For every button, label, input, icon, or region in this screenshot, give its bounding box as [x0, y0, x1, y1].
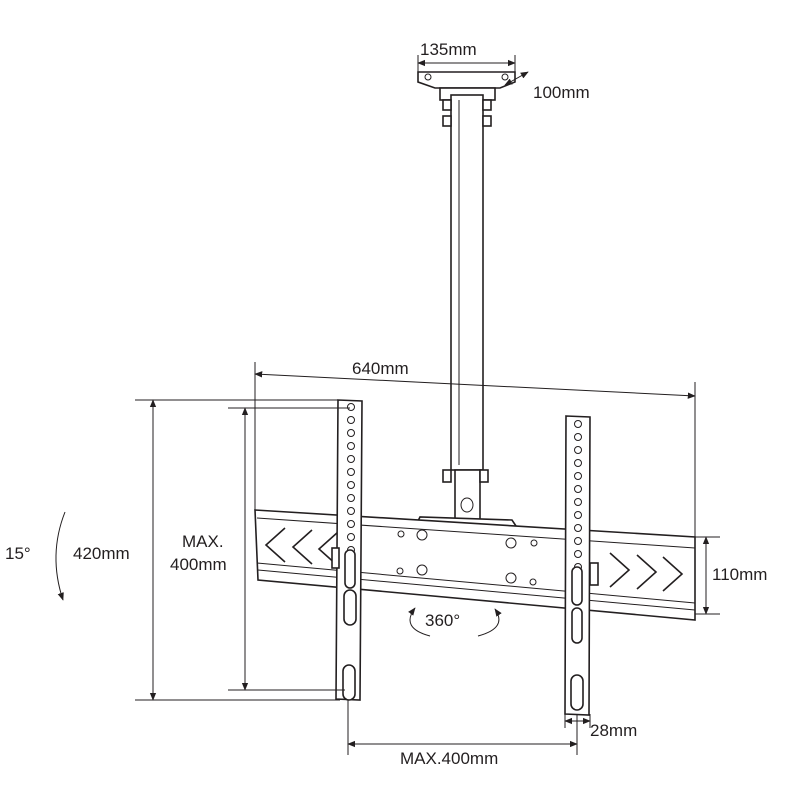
- right-arm: [564, 415, 599, 716]
- adjustment-hole: [347, 481, 355, 489]
- adjustment-hole: [347, 429, 355, 437]
- adjustment-hole: [574, 420, 582, 428]
- adjustment-hole: [347, 442, 355, 450]
- plate-width-label: 135mm: [420, 40, 477, 59]
- adjustment-hole: [574, 537, 582, 545]
- adjustment-hole: [574, 459, 582, 467]
- max-horizontal-label: MAX.400mm: [400, 749, 498, 768]
- tilt-label: 15°: [5, 544, 31, 563]
- adjustment-hole: [347, 455, 355, 463]
- plate-depth-label: 100mm: [533, 83, 590, 102]
- adjustment-hole: [574, 472, 582, 480]
- pole: [417, 94, 517, 527]
- adjustment-hole: [347, 533, 355, 541]
- adjustment-hole: [574, 498, 582, 506]
- adjustment-hole: [347, 494, 355, 502]
- adjustment-hole: [574, 485, 582, 493]
- right-chevrons-icon: [609, 552, 684, 592]
- max-vertical-label-2: 400mm: [170, 555, 227, 574]
- arm-width-label: 28mm: [590, 721, 637, 740]
- adjustment-hole: [347, 403, 355, 411]
- rail-width-label: 640mm: [352, 359, 409, 378]
- adjustment-hole: [574, 524, 582, 532]
- adjustment-hole: [347, 416, 355, 424]
- adjustment-hole: [347, 468, 355, 476]
- rotation-label: 360°: [425, 611, 460, 630]
- adjustment-hole: [347, 507, 355, 515]
- dimension-lines: [55, 55, 720, 755]
- left-arm: [331, 399, 363, 701]
- arm-height-label: 420mm: [73, 544, 130, 563]
- adjustment-hole: [574, 433, 582, 441]
- adjustment-hole: [347, 520, 355, 528]
- adjustment-hole: [574, 550, 582, 558]
- adjustment-hole: [574, 446, 582, 454]
- max-vertical-label-1: MAX.: [182, 532, 224, 551]
- adjustment-hole: [574, 511, 582, 519]
- wall-rail: [254, 509, 696, 621]
- rail-height-label: 110mm: [712, 565, 767, 584]
